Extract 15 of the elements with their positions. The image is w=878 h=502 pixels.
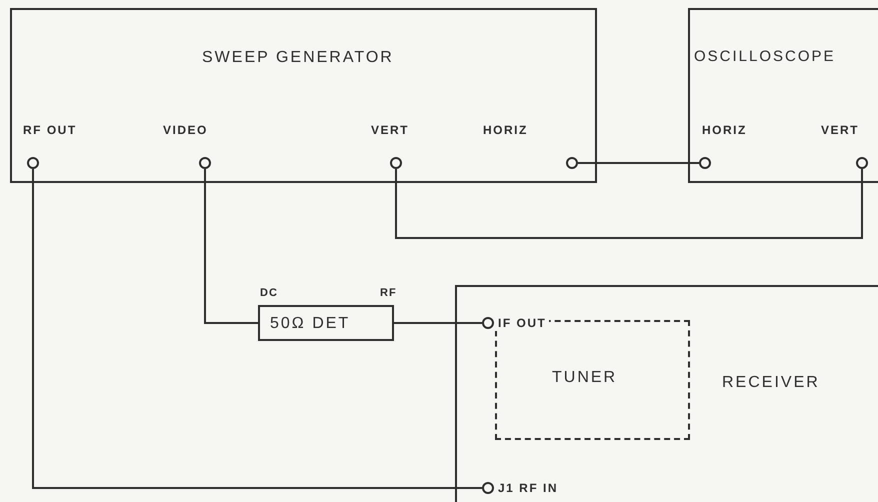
wire xyxy=(395,169,863,239)
wire xyxy=(394,322,482,324)
wire xyxy=(32,169,482,489)
box-title: OSCILLOSCOPE xyxy=(694,48,836,66)
instrument-box xyxy=(10,8,597,183)
box-title: TUNER xyxy=(552,368,618,388)
box-title: 50Ω DET xyxy=(270,314,350,334)
wire xyxy=(578,162,699,164)
terminal-label: DC xyxy=(260,287,278,299)
terminal-label: RF xyxy=(380,287,397,299)
box-title: RECEIVER xyxy=(722,373,820,392)
instrument-box xyxy=(688,8,878,183)
wire xyxy=(204,169,258,324)
box-title: SWEEP GENERATOR xyxy=(202,48,394,68)
instrument-box xyxy=(455,285,878,502)
